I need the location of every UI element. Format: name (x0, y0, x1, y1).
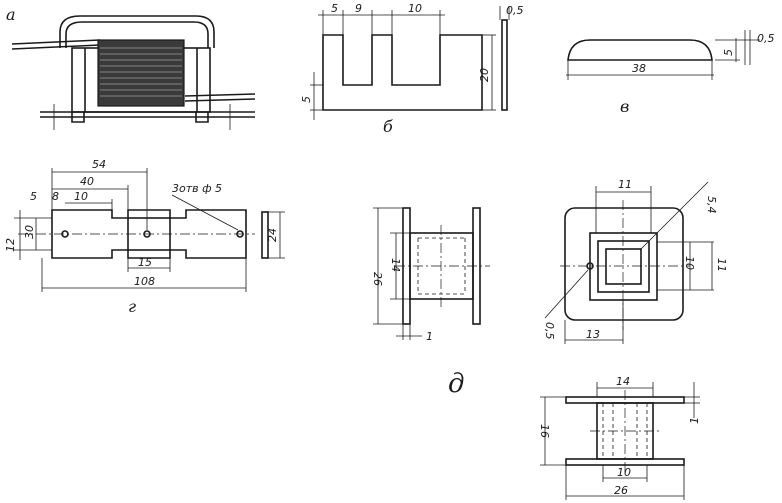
label-a: а (6, 5, 16, 24)
figure-b-e-plate: 5 9 10 20 5 0,5 б (300, 2, 524, 136)
dim-d-05: 0,5 (543, 322, 556, 340)
dim-g-10: 10 (74, 190, 88, 203)
dim-g-30: 30 (23, 225, 36, 239)
label-b: б (383, 117, 393, 136)
dim-v-5: 5 (722, 49, 735, 56)
dim-ds-1: 1 (688, 417, 701, 424)
dim-ds-26: 26 (614, 484, 628, 497)
figure-d-bobbin-top: 11 5,4 10 11 0,5 13 (543, 178, 728, 344)
dim-d-54: 5,4 (705, 196, 718, 214)
dim-d-11-right: 11 (715, 258, 728, 272)
dim-ds-10: 10 (617, 466, 631, 479)
dim-g-12: 12 (4, 238, 17, 252)
figure-g-strip: 54 40 10 8 5 3отв ф 5 12 30 15 108 24 г (4, 158, 285, 316)
dim-g-40: 40 (80, 175, 94, 188)
dim-d-13: 13 (586, 328, 600, 341)
dim-g-54: 54 (92, 158, 106, 171)
figure-a-assembly: а (6, 5, 256, 130)
figure-d-bobbin-front: 26 14 1 (371, 207, 490, 343)
dim-ds-16: 16 (538, 424, 551, 438)
dim-d-14: 14 (389, 258, 402, 272)
label-d: д (448, 369, 464, 399)
dim-b-5-bottom: 5 (300, 96, 313, 103)
dim-d-10-right: 10 (683, 256, 696, 270)
holes-note: 3отв ф 5 (172, 182, 222, 195)
label-g: г (128, 297, 136, 316)
dim-d-11-top: 11 (618, 178, 632, 191)
dim-ds-14: 14 (616, 375, 630, 388)
label-v: в (620, 97, 629, 116)
dim-b-05: 0,5 (506, 4, 524, 17)
dim-g-108: 108 (134, 275, 155, 288)
dim-b-10: 10 (408, 2, 422, 15)
dim-b-20: 20 (478, 68, 491, 82)
dim-v-38: 38 (632, 62, 646, 75)
dim-g-5: 5 (30, 190, 37, 203)
dim-b-9: 9 (355, 2, 362, 15)
dim-g-8: 8 (52, 190, 59, 203)
dim-g-15: 15 (138, 256, 152, 269)
figure-v-clip: 38 5 0,5 в (566, 30, 775, 116)
dim-v-05: 0,5 (757, 32, 775, 45)
dim-d-26: 26 (371, 272, 384, 286)
dim-b-5: 5 (331, 2, 338, 15)
dim-g-24: 24 (266, 228, 279, 242)
dim-d-1: 1 (426, 330, 433, 343)
figure-d-bobbin-side: 14 16 1 10 26 (538, 375, 701, 500)
